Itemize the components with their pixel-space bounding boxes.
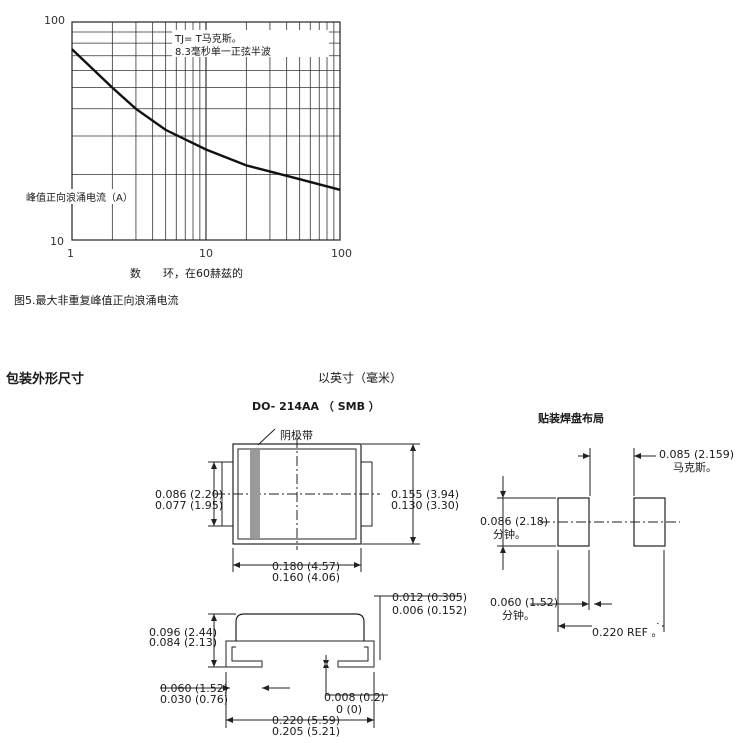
dim-lead-length-max: 0.060 (1.52): [160, 682, 229, 695]
pad-gap-note: 分钟。: [502, 609, 535, 622]
annotation-line-1: TJ= T马克斯。: [175, 34, 242, 45]
dim-total-length-max: 0.220 (5.59): [272, 714, 341, 727]
annotation-line-2: 8.3毫秒单一正弦半波: [175, 47, 271, 58]
cathode-band-label: 阴极带: [280, 429, 313, 442]
pad-width-dim: 0.085 (2.159): [659, 448, 735, 461]
dim-standoff-min: 0 (0): [336, 703, 363, 716]
dim-body-height-max: 0.096 (2.44): [149, 626, 218, 639]
dim-lead-thickness-min: 0.006 (0.152): [392, 604, 468, 617]
dim-body-height-min: 0.084 (2.13): [149, 636, 218, 649]
cathode-leader: [257, 428, 276, 446]
package-name: DO- 214AA （ SMB ）: [252, 400, 380, 413]
side-view-lead-right: [337, 640, 375, 668]
side-view-lead-left: [225, 640, 263, 668]
y-axis-label: 峰值正向浪涌电流（A）: [24, 189, 135, 204]
x-tick-1: 1: [67, 247, 74, 260]
y-tick-100: 100: [44, 14, 65, 27]
package-heading: 包装外形尺寸: [6, 372, 85, 387]
pad-height-dim: 0.086 (2.18): [480, 515, 549, 528]
surge-curve-series: [71, 48, 341, 191]
dim-length-min: 0.160 (4.06): [272, 571, 341, 584]
dim-width-min: 0.130 (3.30): [391, 499, 460, 512]
pad-ref-dim: 0.220 REF 。: [592, 624, 663, 640]
x-tick-100: 100: [331, 247, 352, 260]
figure-caption: 图5.最大非重复峰值正向浪涌电流: [14, 294, 179, 307]
pad-gap-dim: 0.060 (1.52): [490, 596, 559, 609]
dim-width-max: 0.155 (3.94): [391, 488, 460, 501]
side-view-body: [235, 613, 365, 641]
pad-height-note: 分钟。: [493, 528, 526, 541]
mount-pad-title: 贴装焊盘布局: [538, 412, 604, 425]
cathode-band: [250, 450, 260, 538]
dim-standoff-max: 0.008 (0.2): [324, 691, 386, 704]
dim-height-max: 0.086 (2.20): [155, 488, 224, 501]
x-tick-10: 10: [199, 247, 213, 260]
pad-width-note: 马克斯。: [673, 461, 717, 474]
dim-length-max: 0.180 (4.57): [272, 560, 341, 573]
plot-frame: [71, 21, 341, 241]
units-note: 以英寸（毫米）: [318, 371, 403, 385]
dim-total-length-min: 0.205 (5.21): [272, 725, 341, 738]
dim-lead-length-min: 0.030 (0.76): [160, 693, 229, 706]
y-tick-10: 10: [50, 235, 64, 248]
dim-lead-thickness-max: 0.012 (0.305): [392, 591, 468, 604]
x-axis-label: 数 环，在60赫兹的: [130, 267, 243, 280]
annotation-box: [172, 30, 329, 57]
dim-height-min: 0.077 (1.95): [155, 499, 224, 512]
